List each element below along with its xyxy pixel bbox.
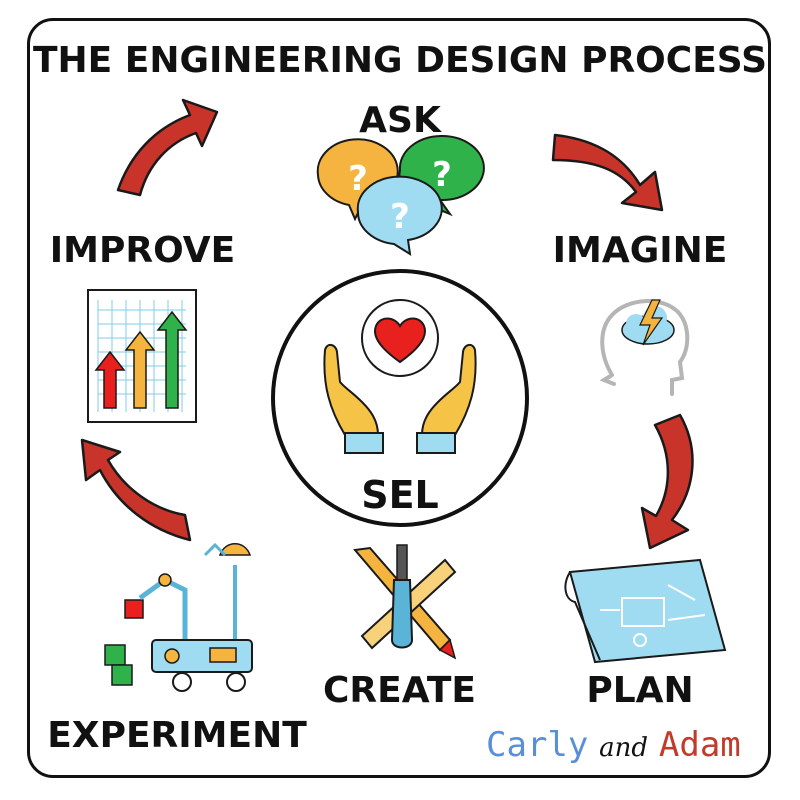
step-ask-label: ASK — [359, 100, 441, 141]
step-experiment-label: EXPERIMENT — [47, 715, 307, 756]
head-thinking-icon — [599, 299, 690, 396]
blueprint-icon — [564, 558, 727, 664]
step-improve-label: IMPROVE — [49, 230, 236, 271]
brand-adam: Adam — [658, 725, 741, 765]
arrow-ask-to-imagine — [551, 133, 664, 212]
step-imagine-label: IMAGINE — [552, 230, 728, 271]
brand-logo: Carly and Adam — [486, 725, 741, 765]
brand-carly: Carly — [486, 725, 589, 765]
svg-text:?: ? — [348, 159, 368, 199]
sel-circle — [271, 269, 529, 527]
step-plan-label: PLAN — [586, 670, 694, 711]
tools-icon — [353, 544, 457, 660]
svg-text:?: ? — [432, 155, 452, 195]
arrow-experiment-to-improve — [80, 438, 192, 542]
question-bubbles-icon: ? ? ? — [316, 135, 485, 256]
robot-rover-icon — [104, 542, 253, 692]
center-sel-label: SEL — [361, 473, 439, 517]
page-title: THE ENGINEERING DESIGN PROCESS — [32, 40, 768, 81]
diagram-frame — [27, 18, 771, 778]
hands-heart-icon — [323, 299, 477, 454]
svg-text:?: ? — [390, 197, 410, 237]
brand-and: and — [599, 733, 649, 763]
arrow-imagine-to-plan — [640, 413, 694, 550]
arrow-improve-to-ask — [116, 98, 219, 197]
growth-chart-icon — [87, 289, 197, 423]
step-create-label: CREATE — [323, 670, 476, 711]
